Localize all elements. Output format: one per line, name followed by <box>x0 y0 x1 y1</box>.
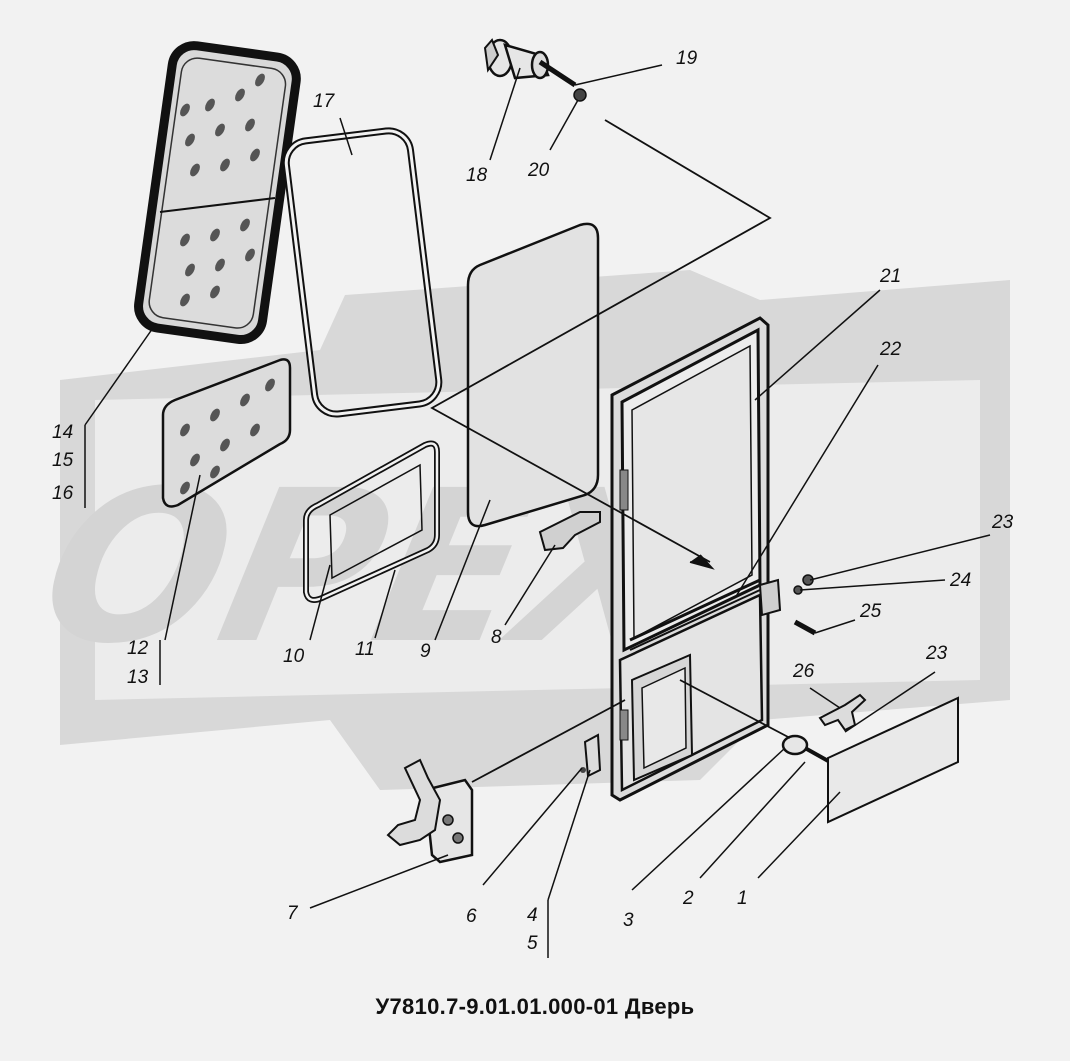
part-18-lock-cylinder <box>483 38 587 102</box>
callout-7: 7 <box>287 903 299 924</box>
callout-26: 26 <box>792 661 815 682</box>
callout-12: 12 <box>127 638 149 659</box>
callout-5: 5 <box>527 933 538 954</box>
callout-25: 25 <box>859 601 882 622</box>
door-frame <box>610 316 770 802</box>
callout-24: 24 <box>949 570 971 591</box>
watermark-text: OPEX <box>23 446 722 690</box>
diagram-title: У7810.7-9.01.01.000-01 Дверь <box>375 994 695 1019</box>
part-14-screen-panel <box>134 41 301 345</box>
callout-21: 21 <box>879 266 901 287</box>
callout-10: 10 <box>283 646 305 667</box>
part-9-glass-pane <box>466 222 600 528</box>
callout-8: 8 <box>491 627 502 648</box>
callout-2: 2 <box>682 888 694 909</box>
callout-23-upper: 23 <box>991 512 1014 533</box>
part-10-lower-seal <box>303 440 440 603</box>
callout-23-lower: 23 <box>925 643 948 664</box>
callout-11: 11 <box>355 639 375 660</box>
part-20-nut <box>573 88 587 102</box>
part-25-bolt <box>793 619 817 636</box>
callout-numbers: 14 15 16 12 13 17 10 11 9 8 18 20 19 21 … <box>52 48 1014 954</box>
callout-20: 20 <box>527 160 550 181</box>
part-26-catch <box>818 693 867 732</box>
callout-6: 6 <box>466 906 477 927</box>
callout-15: 15 <box>52 450 74 471</box>
part-12-small-screen <box>161 358 292 508</box>
callout-13: 13 <box>127 667 149 688</box>
assembly-guide-lines <box>430 119 791 783</box>
part-8-bracket <box>538 511 601 552</box>
callout-3: 3 <box>623 910 634 931</box>
part-1-plate <box>827 696 959 824</box>
callout-18: 18 <box>466 165 488 186</box>
leader-lines <box>84 64 991 958</box>
callout-16: 16 <box>52 483 74 504</box>
callout-17: 17 <box>313 91 336 112</box>
hinge-fasteners <box>758 574 817 636</box>
part-2-knob <box>781 734 831 764</box>
callout-22: 22 <box>879 339 902 360</box>
callout-9: 9 <box>420 641 431 662</box>
part-7-handle-mechanism <box>386 758 474 864</box>
callout-14: 14 <box>52 422 73 443</box>
callout-4: 4 <box>527 905 538 926</box>
callout-1: 1 <box>737 888 748 909</box>
callout-19: 19 <box>676 48 698 69</box>
